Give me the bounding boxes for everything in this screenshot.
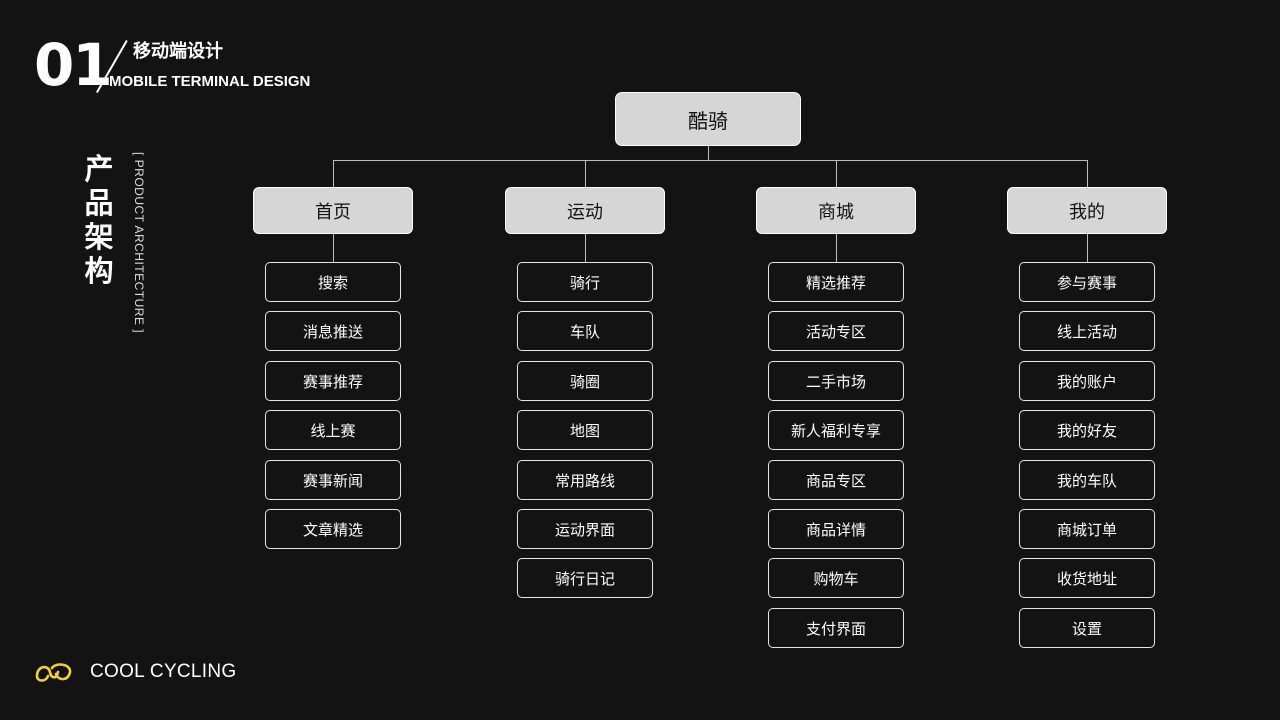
- category-connector-line: [836, 160, 837, 187]
- item-node: 线上活动: [1019, 311, 1155, 351]
- item-node: 精选推荐: [768, 262, 904, 302]
- brand-name: COOL CYCLING: [90, 661, 237, 682]
- item-node: 常用路线: [517, 460, 653, 500]
- item-node: 我的好友: [1019, 410, 1155, 450]
- category-node: 运动: [505, 187, 665, 234]
- root-connector-line: [708, 146, 709, 161]
- item-node: 我的账户: [1019, 361, 1155, 401]
- item-node: 赛事推荐: [265, 361, 401, 401]
- item-node: 骑圈: [517, 361, 653, 401]
- side-title-en: [ PRODUCT ARCHITECTURE ]: [132, 152, 146, 334]
- item-node: 骑行: [517, 262, 653, 302]
- item-node: 我的车队: [1019, 460, 1155, 500]
- item-connector-line: [333, 234, 334, 262]
- item-node: 骑行日记: [517, 558, 653, 598]
- item-node: 车队: [517, 311, 653, 351]
- category-node: 首页: [253, 187, 413, 234]
- item-connector-line: [585, 234, 586, 262]
- cool-cycling-logo-icon: [35, 663, 72, 682]
- category-node: 商城: [756, 187, 916, 234]
- item-node: 消息推送: [265, 311, 401, 351]
- item-node: 文章精选: [265, 509, 401, 549]
- item-node: 商品专区: [768, 460, 904, 500]
- item-node: 支付界面: [768, 608, 904, 648]
- item-node: 收货地址: [1019, 558, 1155, 598]
- item-node: 搜索: [265, 262, 401, 302]
- item-node: 商城订单: [1019, 509, 1155, 549]
- item-node: 活动专区: [768, 311, 904, 351]
- category-connector-line: [585, 160, 586, 187]
- item-node: 运动界面: [517, 509, 653, 549]
- category-connector-line: [333, 160, 334, 187]
- item-node: 参与赛事: [1019, 262, 1155, 302]
- item-node: 新人福利专享: [768, 410, 904, 450]
- item-connector-line: [1087, 234, 1088, 262]
- item-node: 地图: [517, 410, 653, 450]
- item-node: 线上赛: [265, 410, 401, 450]
- item-node: 商品详情: [768, 509, 904, 549]
- item-node: 购物车: [768, 558, 904, 598]
- item-node: 二手市场: [768, 361, 904, 401]
- item-node: 赛事新闻: [265, 460, 401, 500]
- category-bus-line: [333, 160, 1088, 161]
- category-node: 我的: [1007, 187, 1167, 234]
- section-title-cn: 移动端设计: [133, 41, 223, 62]
- section-title-en: MOBILE TERMINAL DESIGN: [109, 73, 311, 90]
- item-connector-line: [836, 234, 837, 262]
- side-title-cn: 产品架构: [84, 152, 114, 288]
- root-node: 酷骑: [615, 92, 801, 146]
- category-connector-line: [1087, 160, 1088, 187]
- item-node: 设置: [1019, 608, 1155, 648]
